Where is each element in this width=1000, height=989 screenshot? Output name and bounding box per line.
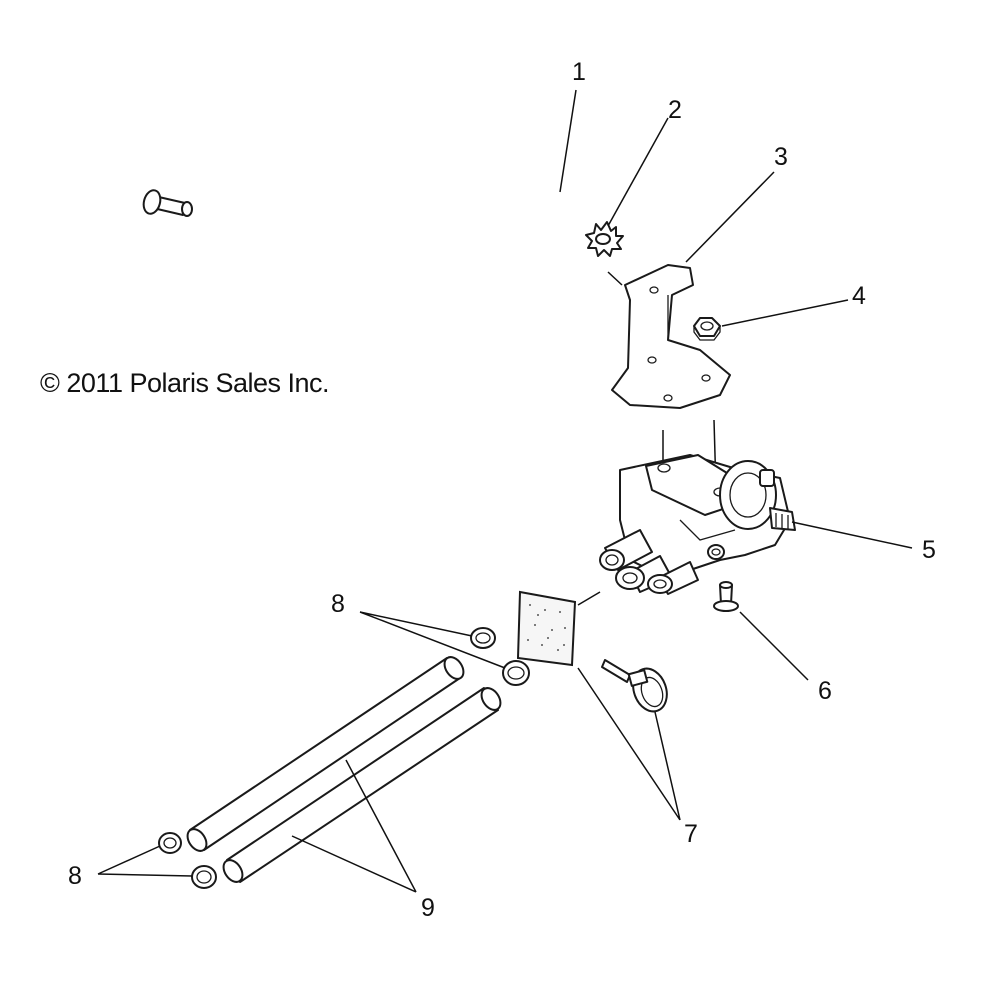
pin-part bbox=[713, 581, 739, 612]
leader-9 bbox=[291, 759, 417, 893]
callout-5: 5 bbox=[922, 536, 936, 564]
nut-part bbox=[693, 317, 721, 341]
leader-5 bbox=[791, 521, 913, 549]
callout-9: 9 bbox=[421, 894, 435, 922]
clamp-lower-1 bbox=[158, 832, 182, 854]
valve-assembly-part bbox=[599, 454, 796, 595]
star-washer-part bbox=[585, 221, 624, 257]
callout-8-upper: 8 bbox=[331, 590, 345, 618]
callout-8-lower: 8 bbox=[68, 862, 82, 890]
callout-1: 1 bbox=[572, 58, 586, 86]
callout-3: 3 bbox=[774, 143, 788, 171]
bracket-part bbox=[611, 264, 731, 409]
leader-8-lower bbox=[97, 845, 193, 877]
copyright-notice: © 2011 Polaris Sales Inc. bbox=[40, 368, 329, 398]
hose-lower bbox=[222, 687, 502, 883]
callout-2: 2 bbox=[668, 96, 682, 124]
leader-4 bbox=[721, 299, 849, 327]
callout-6: 6 bbox=[818, 677, 832, 705]
leader-8-upper bbox=[359, 611, 506, 669]
clamp-upper-2 bbox=[502, 660, 530, 686]
leader-2 bbox=[607, 117, 669, 227]
callout-4: 4 bbox=[852, 282, 866, 310]
leader-3 bbox=[607, 171, 775, 286]
clamp-upper-1 bbox=[470, 627, 496, 649]
hose-upper bbox=[186, 656, 465, 852]
clamp-lower-2 bbox=[191, 865, 217, 889]
callout-7: 7 bbox=[684, 820, 698, 848]
hose-clamp-part bbox=[601, 659, 668, 713]
leader-6 bbox=[739, 611, 809, 681]
filter-pad-part bbox=[516, 590, 601, 667]
rivet-part bbox=[142, 189, 193, 217]
leader-1 bbox=[559, 89, 577, 193]
leader-7 bbox=[577, 667, 681, 821]
